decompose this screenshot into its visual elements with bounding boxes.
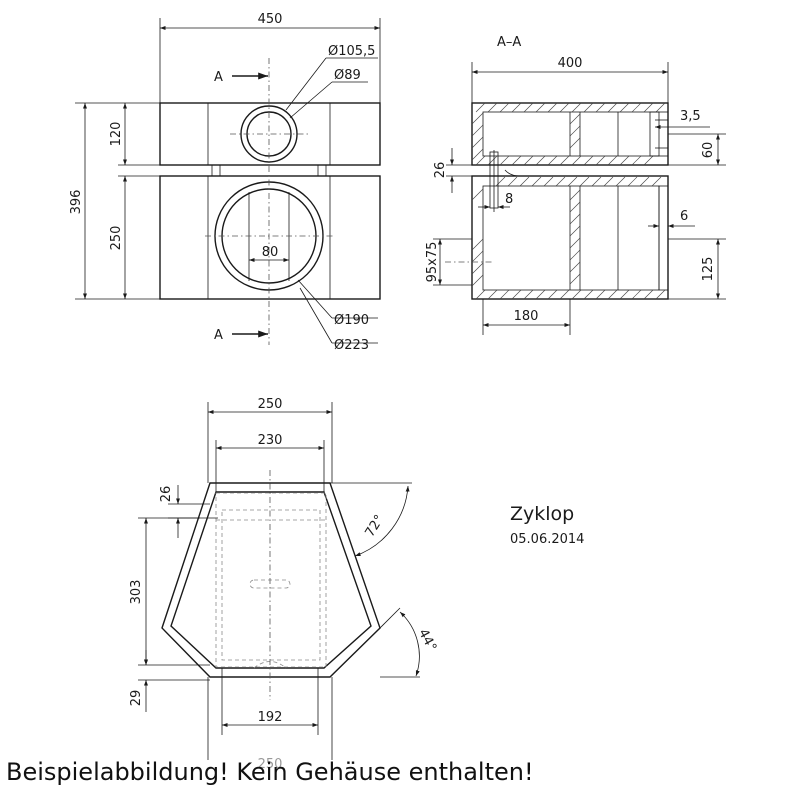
dim-400: 400 — [558, 56, 583, 71]
top-view: 250 230 26 303 29 192 250 72° — [129, 397, 439, 772]
dim-120: 120 — [109, 122, 124, 147]
dim-80: 80 — [262, 245, 279, 260]
title-block: Zyklop 05.06.2014 — [510, 503, 584, 547]
dim-26-section: 26 — [433, 162, 448, 179]
section-marker-top: A — [214, 70, 223, 85]
dim-29: 29 — [129, 690, 144, 707]
angle-72: 72° — [363, 512, 388, 539]
dim-250-bottom: 250 — [258, 757, 283, 772]
dim-250-top: 250 — [258, 397, 283, 412]
dim-230: 230 — [258, 433, 283, 448]
dim-125: 125 — [701, 257, 716, 282]
drawing-date: 05.06.2014 — [510, 532, 584, 547]
dim-d105: Ø105,5 — [328, 44, 375, 59]
dim-396: 396 — [69, 190, 84, 215]
dim-3-5: 3,5 — [680, 109, 701, 124]
dim-26-top: 26 — [159, 486, 174, 503]
dim-d190: Ø190 — [334, 313, 369, 328]
dim-303: 303 — [129, 580, 144, 605]
dim-192: 192 — [258, 710, 283, 725]
dim-60: 60 — [701, 142, 716, 159]
dim-450: 450 — [258, 12, 283, 27]
dim-d223: Ø223 — [334, 338, 369, 353]
section-title: A–A — [497, 35, 521, 50]
dim-6: 6 — [680, 209, 688, 224]
disclaimer-caption: Beispielabbildung! Kein Gehäuse enthalte… — [6, 758, 534, 786]
drawing-name: Zyklop — [510, 503, 574, 525]
dim-d89: Ø89 — [334, 68, 361, 83]
dim-8: 8 — [505, 192, 513, 207]
dim-250-front: 250 — [109, 226, 124, 251]
dim-180: 180 — [514, 309, 539, 324]
front-view: 450 A A Ø105,5 Ø89 396 120 250 80 Ø190 — [69, 12, 381, 353]
section-view: A–A — [425, 35, 726, 335]
dim-95x75: 95x75 — [425, 242, 440, 283]
section-marker-bottom: A — [214, 328, 223, 343]
angle-44: 44° — [415, 627, 439, 654]
